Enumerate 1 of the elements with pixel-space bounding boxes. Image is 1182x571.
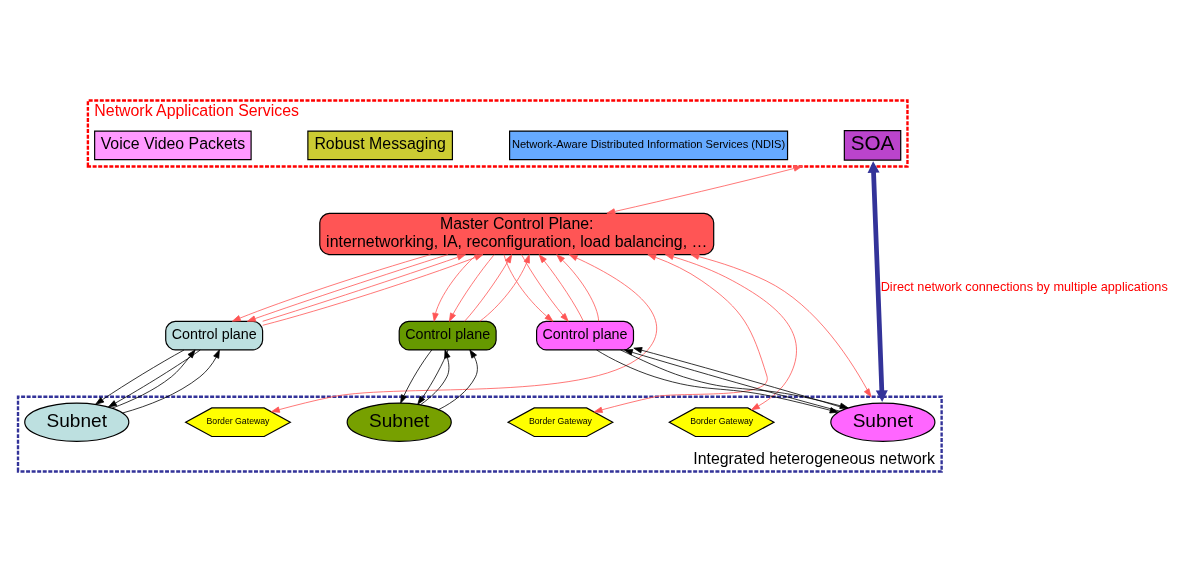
edge-label: Direct network connections by multiple applications	[880, 279, 1168, 294]
